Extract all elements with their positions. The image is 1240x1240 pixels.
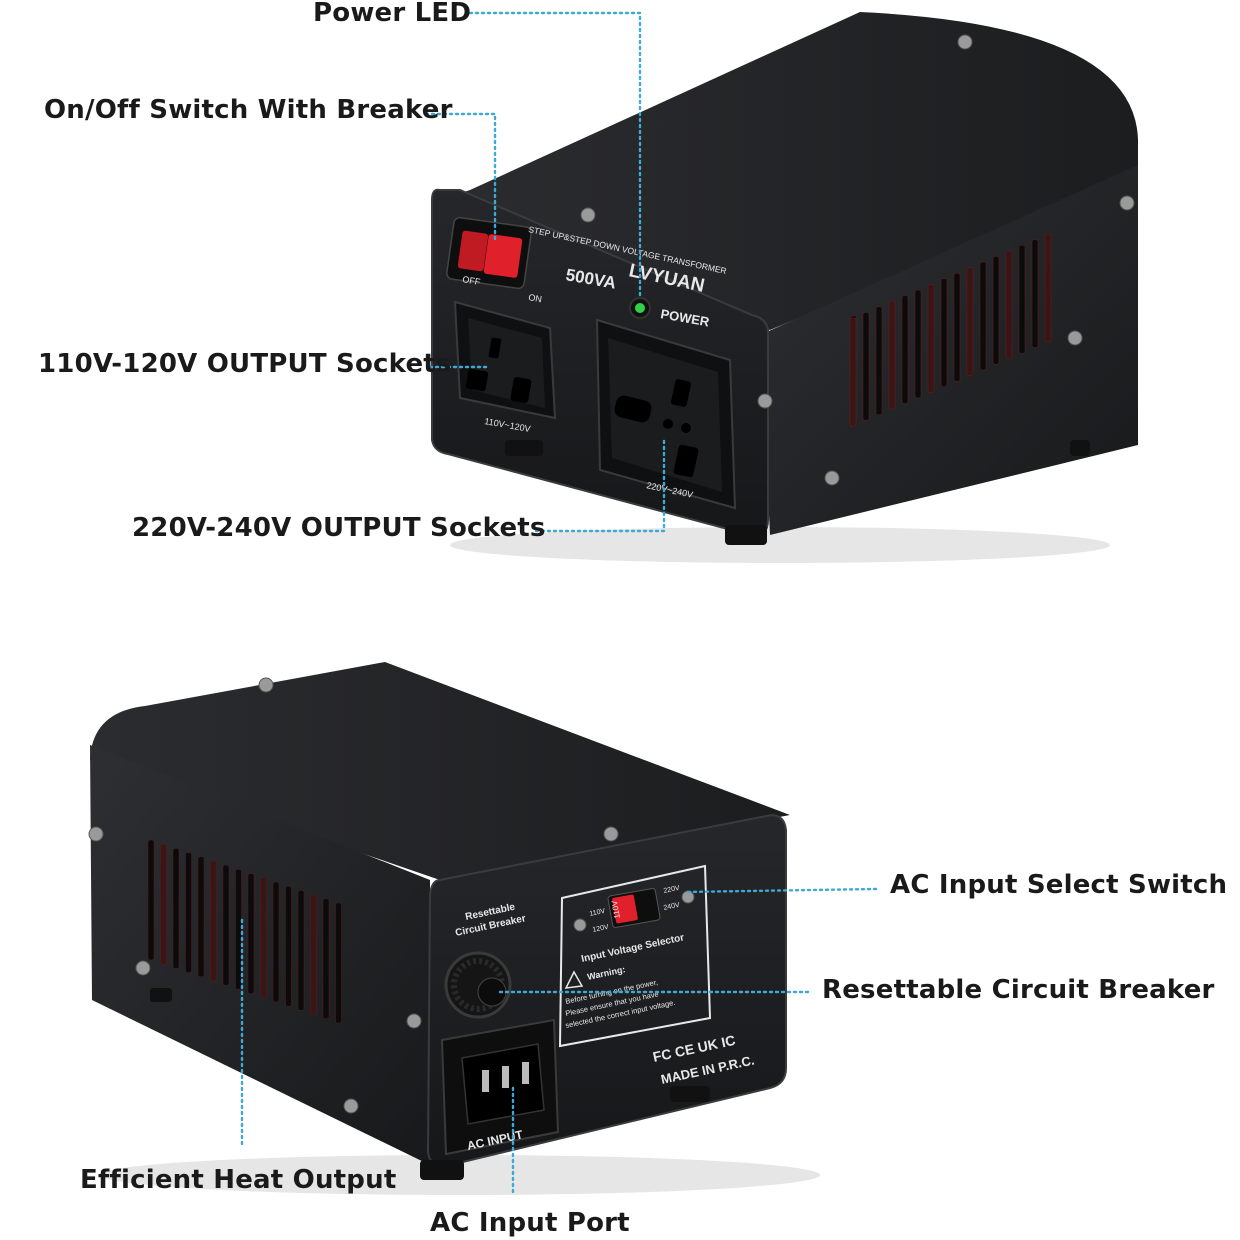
vent-slot <box>940 278 948 388</box>
selector-220a: 220V <box>663 885 681 895</box>
vent-slot <box>1031 239 1039 348</box>
label-plate <box>558 864 712 1048</box>
vent-slots <box>849 233 1052 427</box>
power-led <box>635 303 645 313</box>
vent-slot <box>260 877 267 999</box>
leader-on-off <box>424 112 497 242</box>
rear-device: 110V Resettable Circuit Breaker 110V 120… <box>88 662 820 1195</box>
socket-220 <box>595 318 737 510</box>
vent-slot <box>285 885 292 1007</box>
input-select-switch: 110V <box>607 888 661 928</box>
leader-ac-select <box>683 887 878 894</box>
vent-slot <box>335 902 342 1024</box>
callout-output-220: 220V-240V OUTPUT Sockets <box>132 513 546 543</box>
vent-slot <box>210 860 217 982</box>
vent-slot <box>322 898 330 1020</box>
vent-slot <box>1005 250 1013 360</box>
vent-slot <box>914 289 922 399</box>
callout-heat: Efficient Heat Output <box>80 1165 397 1195</box>
top-surface <box>90 662 790 880</box>
on-label: ON <box>528 292 543 304</box>
top-surface <box>440 12 1138 330</box>
foot <box>150 988 172 1002</box>
vent-slot <box>888 300 896 410</box>
vent-slot <box>160 843 167 965</box>
vent-slot <box>849 317 857 427</box>
vent-slot <box>927 284 935 393</box>
vent-slot <box>197 856 205 978</box>
callout-ac-select: AC Input Select Switch <box>890 870 1228 900</box>
vent-slot <box>172 848 180 969</box>
vent-slot <box>966 267 974 376</box>
off-label: OFF <box>462 274 482 287</box>
socket-110 <box>453 300 557 420</box>
vent-slot <box>272 881 280 1003</box>
screws <box>580 34 1135 486</box>
switch-text: 110V <box>610 899 622 919</box>
selector-220b: 240V <box>663 902 681 912</box>
foot <box>505 440 543 456</box>
callout-breaker: Resettable Circuit Breaker <box>822 975 1215 1005</box>
front-device: OFF ON STEP UP&STEP DOWN VOLTAGE TRANSFO… <box>431 12 1138 563</box>
leader-power-led <box>468 11 642 300</box>
selector-110a: 110V <box>589 908 606 918</box>
vent-slot <box>247 873 255 994</box>
foot <box>670 1086 710 1102</box>
side-surface <box>760 165 1138 535</box>
callout-on-off-switch: On/Off Switch With Breaker <box>44 95 453 125</box>
vent-slot <box>875 306 883 416</box>
ac-input-port <box>440 1018 560 1156</box>
leader-output-220 <box>534 438 666 533</box>
foot <box>420 1160 464 1180</box>
vent-slot <box>147 839 155 961</box>
vent-slot <box>1044 233 1052 343</box>
foot <box>1070 440 1090 456</box>
device-shadow <box>450 527 1110 563</box>
vent-slot <box>953 272 961 382</box>
vent-slot <box>310 894 317 1015</box>
vent-slot <box>901 295 909 404</box>
foot <box>725 525 767 545</box>
selector-110b: 120V <box>592 924 610 934</box>
vent-slot <box>1018 244 1026 354</box>
warning-icon <box>564 970 584 989</box>
vent-slot <box>862 312 870 421</box>
vent-slot <box>297 890 305 1011</box>
leader-lines <box>240 11 878 1194</box>
vent-slots <box>147 839 342 1024</box>
vent-slot <box>235 869 242 990</box>
vent-slot <box>992 256 1000 365</box>
vent-slot <box>222 864 230 986</box>
power-switch <box>446 216 532 290</box>
screws <box>88 677 695 1114</box>
callout-power-led: Power LED <box>313 0 472 28</box>
vent-slot <box>185 852 192 973</box>
callout-ac-port: AC Input Port <box>430 1208 630 1238</box>
vent-slot <box>979 261 987 371</box>
callout-output-110: 110V-120V OUTPUT Sockets <box>38 349 452 379</box>
